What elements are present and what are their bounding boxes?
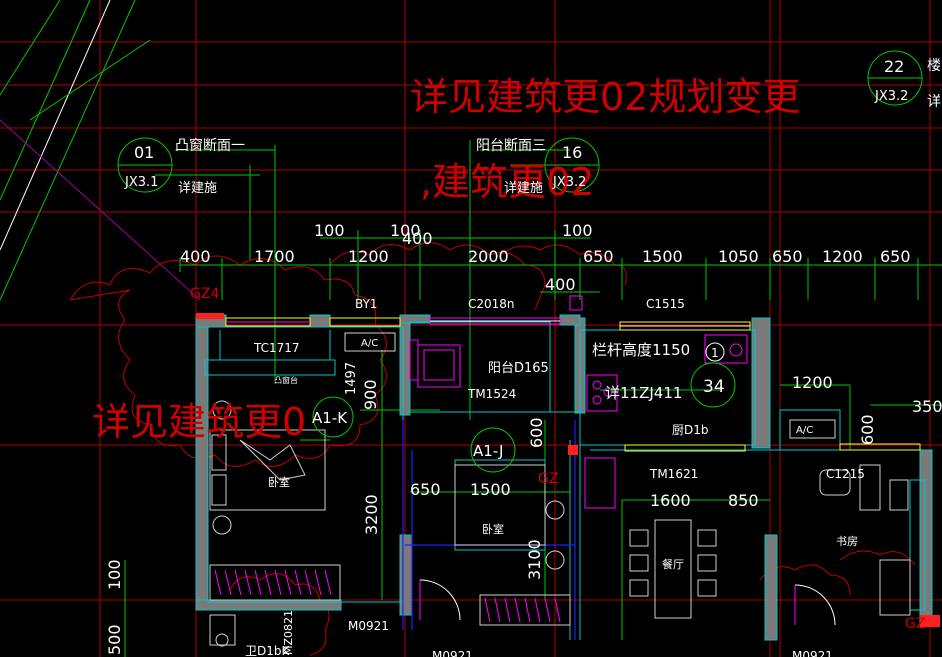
dim-400: 400 xyxy=(180,247,211,266)
callout-16-id: 16 xyxy=(562,143,582,162)
dim-100-a: 100 xyxy=(314,221,345,240)
label-balcony: 阳台D165 xyxy=(488,361,549,376)
dim-100-d: 100 xyxy=(105,559,124,590)
label-gz4: GZ4 xyxy=(190,286,219,302)
dim-900: 900 xyxy=(361,379,380,410)
label-dining: 餐厅 xyxy=(662,557,684,571)
label-tm1621: TM1621 xyxy=(649,467,698,481)
callout-22-note: 详 xyxy=(927,94,941,110)
dim-100-b: 100 xyxy=(390,221,421,240)
label-m0921-c: M0921 xyxy=(792,649,833,657)
dim-100-c: 100 xyxy=(562,221,593,240)
label-gz: GZ xyxy=(538,471,558,487)
walls xyxy=(195,314,933,641)
dim-650-a: 650 xyxy=(583,247,614,266)
label-c1215: C1215 xyxy=(826,467,865,481)
label-c1515: C1515 xyxy=(646,297,685,311)
revision-note-left: 详见建筑更0 xyxy=(92,400,306,444)
dim-650-c: 650 xyxy=(880,247,911,266)
label-c2018n: C2018n xyxy=(468,297,515,311)
dim-1500-b: 1500 xyxy=(470,480,511,499)
callout-01-id: 01 xyxy=(134,143,154,162)
label-a1k: A1-K xyxy=(312,409,348,427)
dim-350: 350 xyxy=(912,397,942,416)
dim-400-b: 400 xyxy=(402,229,433,248)
label-bottom-left: 卫D1bK xyxy=(245,644,290,657)
label-kitchen-circle: 34 xyxy=(703,377,725,397)
label-gz-right: GZ xyxy=(905,616,925,632)
dim-2000: 2000 xyxy=(468,247,509,266)
blue-lines xyxy=(402,420,576,640)
revision-note-main: 详见建筑更02规划变更 xyxy=(410,75,800,119)
dim-650-d: 650 xyxy=(410,480,441,499)
room-outlines xyxy=(204,321,930,640)
label-m0921-a: M0921 xyxy=(348,619,389,633)
dim-1497: 1497 xyxy=(344,362,359,395)
revision-notes: 详见建筑更02规划变更 ,建筑更02 详见建筑更0 xyxy=(92,75,800,444)
callout-16-title: 阳台断面三 xyxy=(476,138,546,154)
callout-16-sheet: JX3.2 xyxy=(552,175,586,190)
label-tm1524: TM1524 xyxy=(467,387,516,401)
label-railing: 栏杆高度1150 xyxy=(592,341,690,359)
revision-note-secondary: ,建筑更02 xyxy=(420,160,594,204)
rotated-dimension-texts: 900 1497 3200 3100 100 500 600 600 xyxy=(105,362,877,655)
callout-texts: 凸窗断面一 01 JX3.1 详建施 阳台断面三 16 JX3.2 详建施 22… xyxy=(124,57,941,196)
callout-16-note: 详建施 xyxy=(504,181,543,196)
dim-1600: 1600 xyxy=(650,491,691,510)
label-m0921-b: M0921 xyxy=(432,649,473,657)
dim-600-a: 600 xyxy=(527,417,546,448)
element-labels: GZ4 GZ GZ BY1 C2018n C1515 C1215 TC1717 … xyxy=(190,286,925,657)
dim-400-c: 400 xyxy=(545,275,576,294)
diagonal-lines xyxy=(0,0,201,301)
callout-01-note: 详建施 xyxy=(178,181,217,196)
dimension-lines xyxy=(124,140,942,657)
label-bay-note: 凸窗台 xyxy=(274,375,298,385)
dim-1200-c: 1200 xyxy=(792,373,833,392)
callout-22-id: 22 xyxy=(884,57,904,76)
dim-3200: 3200 xyxy=(362,494,381,535)
callout-22-sheet: JX3.2 xyxy=(874,89,908,104)
label-kitchen: 厨D1b xyxy=(672,423,709,437)
label-by1: BY1 xyxy=(355,297,378,311)
dimension-texts: 400 1700 1200 2000 650 1500 1050 650 120… xyxy=(180,221,942,510)
label-detail-ref: 详11ZJ411 xyxy=(605,384,682,402)
dim-650-b: 650 xyxy=(772,247,803,266)
label-bedroom-1: 卧室 xyxy=(268,475,290,489)
dim-500: 500 xyxy=(105,624,124,655)
label-mz0821: MZ0821 xyxy=(282,610,295,655)
label-ac-1: A/C xyxy=(361,338,378,349)
label-tc1717: TC1717 xyxy=(253,341,300,355)
label-bedroom-2: 卧室 xyxy=(482,522,504,536)
dim-600-b: 600 xyxy=(858,414,877,445)
label-kitchen-circle-small: 1 xyxy=(711,346,719,360)
dim-1050: 1050 xyxy=(718,247,759,266)
windows xyxy=(196,313,940,627)
callout-01-sheet: JX3.1 xyxy=(124,175,158,190)
dim-1200-a: 1200 xyxy=(348,247,389,266)
dim-1700: 1700 xyxy=(254,247,295,266)
callout-circles xyxy=(117,50,923,473)
label-study: 书房 xyxy=(836,535,858,548)
dim-850: 850 xyxy=(728,491,759,510)
callout-01-title: 凸窗断面一 xyxy=(175,137,245,154)
callout-22-title: 楼 xyxy=(927,58,941,74)
dim-3100: 3100 xyxy=(525,539,544,580)
furniture xyxy=(209,332,911,647)
dim-1200-b: 1200 xyxy=(822,247,863,266)
label-a1j: A1-J xyxy=(473,442,503,460)
dim-1500-a: 1500 xyxy=(642,247,683,266)
label-ac-2: A/C xyxy=(796,425,813,436)
